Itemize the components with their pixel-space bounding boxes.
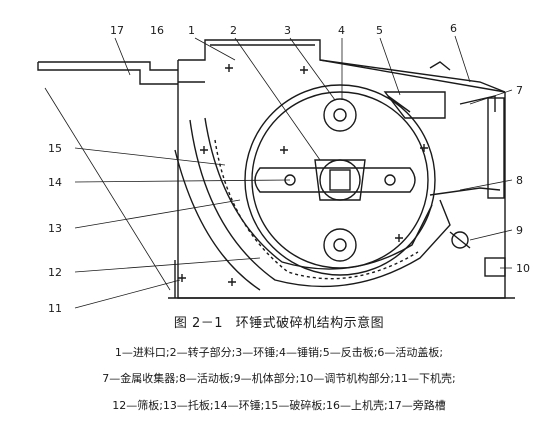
callout-6: 6 <box>450 22 457 35</box>
callout-11: 11 <box>48 302 62 315</box>
figure-caption: 图 2－1 环锤式破碎机结构示意图 <box>0 312 558 331</box>
callout-10: 10 <box>516 262 530 275</box>
callout-8: 8 <box>516 174 523 187</box>
callout-12: 12 <box>48 266 62 279</box>
callout-4: 4 <box>338 24 345 37</box>
crusher-diagram: 1 2 3 4 5 6 7 8 9 10 11 12 13 14 15 16 1… <box>37 22 530 315</box>
callout-15: 15 <box>48 142 62 155</box>
callout-13: 13 <box>48 222 62 235</box>
figure-title: 环锤式破碎机结构示意图 <box>235 316 385 331</box>
legend-line-3: 12—筛板;13—托板;14—环锤;15—破碎板;16—上机壳;17—旁路槽 <box>112 399 446 412</box>
legend-line-2: 7—金属收集器;8—活动板;9—机体部分;10—调节机构部分;11—下机壳; <box>102 372 456 385</box>
callout-9: 9 <box>516 224 523 237</box>
callout-7: 7 <box>516 84 523 97</box>
callout-2: 2 <box>230 24 237 37</box>
callout-5: 5 <box>376 24 383 37</box>
callout-17: 17 <box>110 24 124 37</box>
callout-3: 3 <box>284 24 291 37</box>
callout-1: 1 <box>188 24 195 37</box>
callout-14: 14 <box>48 176 62 189</box>
callout-16: 16 <box>150 24 164 37</box>
figure-number: 图 2－1 <box>173 316 224 331</box>
legend-line-1: 1—进料口;2—转子部分;3—环锤;4—锤销;5—反击板;6—活动盖板; <box>114 346 444 359</box>
